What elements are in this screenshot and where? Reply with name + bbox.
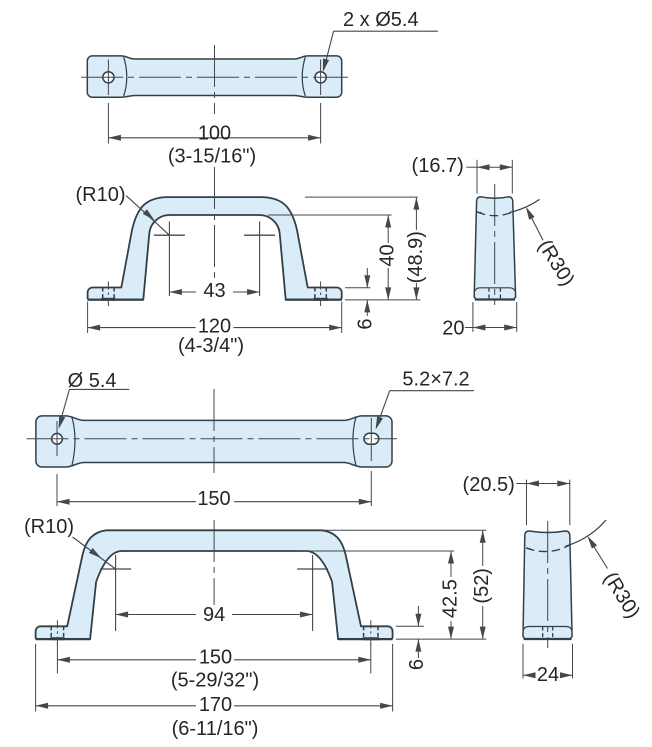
svg-text:5.2×7.2: 5.2×7.2 <box>402 369 469 391</box>
svg-text:(R10): (R10) <box>76 184 126 206</box>
svg-text:(6-11/16"): (6-11/16") <box>172 718 259 740</box>
svg-text:150: 150 <box>197 488 230 510</box>
svg-text:(R10): (R10) <box>24 516 74 538</box>
svg-text:40: 40 <box>377 244 399 266</box>
svg-text:170: 170 <box>199 694 232 716</box>
svg-text:2 x Ø5.4: 2 x Ø5.4 <box>343 9 419 31</box>
svg-text:42.5: 42.5 <box>440 579 462 618</box>
svg-text:(52): (52) <box>471 568 493 604</box>
svg-text:120: 120 <box>198 315 231 337</box>
svg-text:6: 6 <box>354 318 376 329</box>
svg-text:24: 24 <box>537 664 559 686</box>
svg-text:20: 20 <box>442 318 464 340</box>
svg-text:6: 6 <box>406 659 428 670</box>
svg-text:(4-3/4"): (4-3/4") <box>178 335 244 357</box>
svg-text:(5-29/32"): (5-29/32") <box>171 670 259 692</box>
svg-text:94: 94 <box>203 604 225 626</box>
svg-text:(20.5): (20.5) <box>463 474 515 496</box>
svg-text:(3-15/16"): (3-15/16") <box>168 145 256 167</box>
svg-text:150: 150 <box>199 647 232 669</box>
svg-text:43: 43 <box>203 280 225 302</box>
svg-text:(48.9): (48.9) <box>405 231 427 283</box>
svg-text:100: 100 <box>198 123 231 145</box>
svg-text:(16.7): (16.7) <box>412 155 464 177</box>
svg-text:Ø 5.4: Ø 5.4 <box>68 370 117 392</box>
